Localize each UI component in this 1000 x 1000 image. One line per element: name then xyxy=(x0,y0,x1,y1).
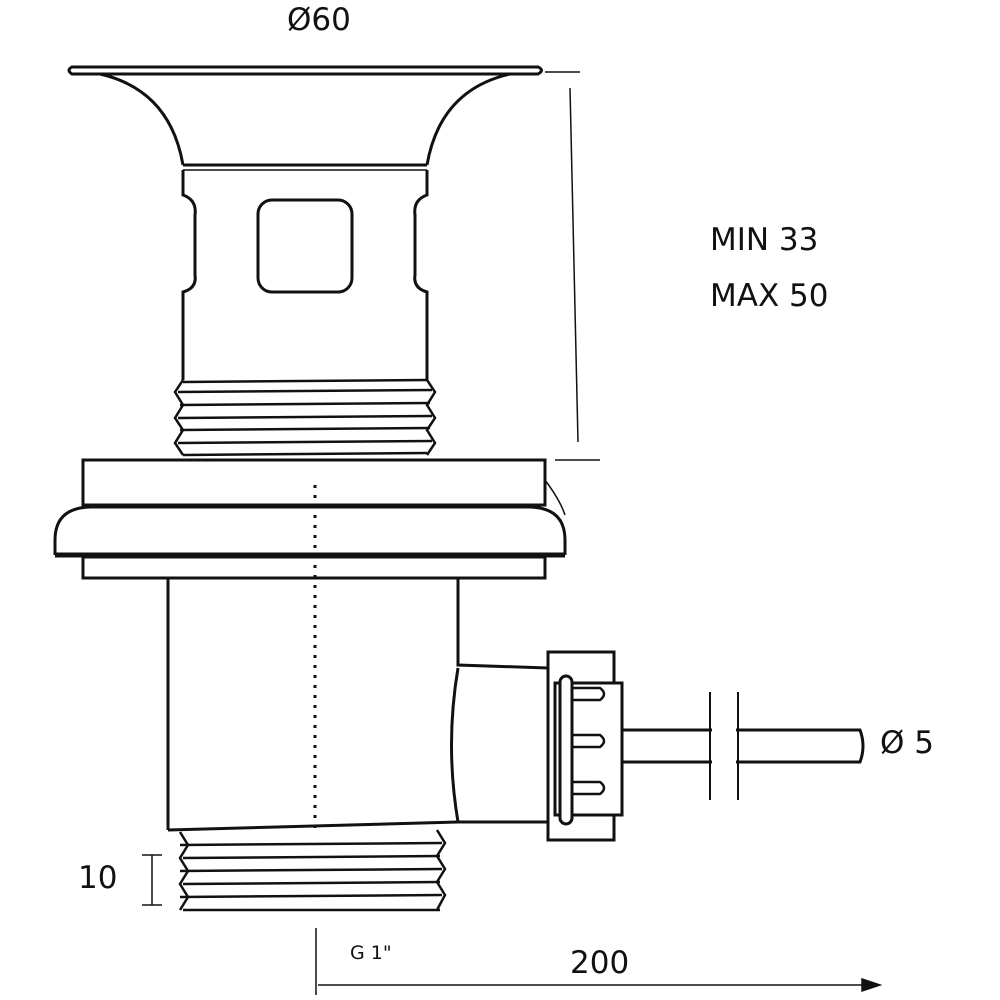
max-height-label: MAX 50 xyxy=(710,278,829,314)
plug-body xyxy=(181,170,429,380)
lever-connector xyxy=(546,650,624,842)
lower-body xyxy=(166,578,549,832)
thread-height-label: 10 xyxy=(78,860,118,896)
top-diameter-label: Ø60 xyxy=(287,2,351,38)
dimension-lines xyxy=(142,71,883,995)
collar xyxy=(53,458,567,580)
lever-rod xyxy=(622,692,865,800)
rod-diameter-label: Ø 5 xyxy=(880,725,934,761)
min-height-label: MIN 33 xyxy=(710,222,819,258)
thread-spec-label: G 1" xyxy=(350,942,392,964)
rod-length-label: 200 xyxy=(570,945,630,981)
lower-thread xyxy=(178,829,447,912)
flange-cap xyxy=(67,65,543,171)
upper-thread xyxy=(173,378,437,457)
